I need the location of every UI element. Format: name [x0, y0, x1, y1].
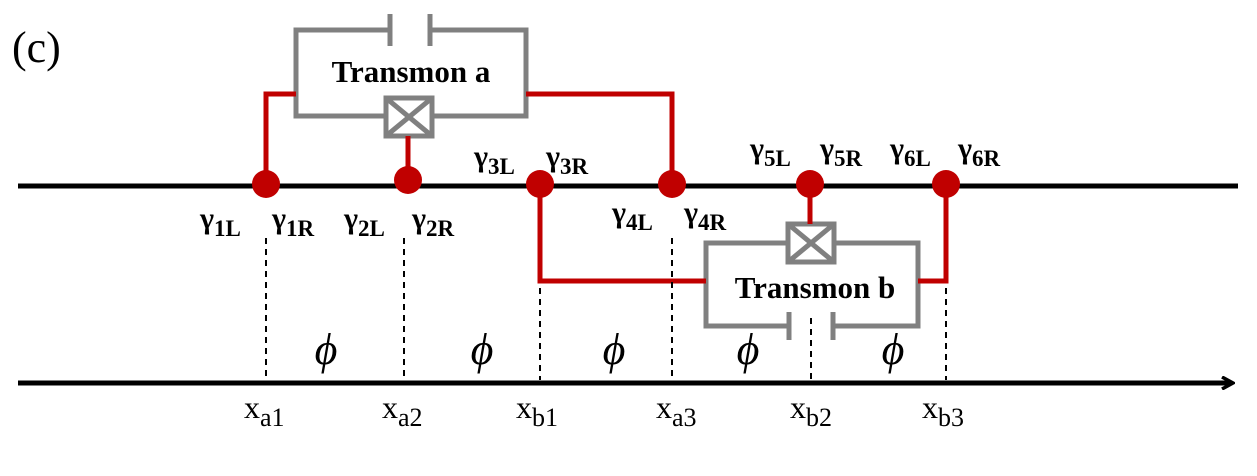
gamma-1L-label: γ1L [199, 202, 241, 241]
panel-label: (c) [12, 23, 61, 72]
gamma-labels: γ1L γ1R γ2L γ2R γ3L γ3R γ4L γ4R γ5L γ5R … [199, 132, 1001, 241]
position-labels: xa1 xa2 xb1 xa3 xb2 xb3 [244, 389, 964, 432]
gamma-6R-label: γ6R [957, 132, 1001, 171]
phase-label-5: ϕ [882, 325, 905, 374]
phase-label-1: ϕ [315, 325, 338, 374]
majorana-dot-5 [796, 170, 824, 198]
position-label-xa1: xa1 [244, 389, 285, 432]
gamma-2R-label: γ2R [411, 202, 455, 241]
majorana-dot-4 [658, 170, 686, 198]
position-label-xb2: xb2 [790, 389, 832, 432]
phase-label-2: ϕ [471, 325, 494, 374]
gamma-3R-label: γ3R [545, 140, 589, 179]
dashed-guides [265, 238, 947, 380]
transmon-b-label: Transmon b [735, 270, 896, 305]
position-label-xa3: xa3 [656, 389, 697, 432]
gamma-5L-label: γ5L [749, 132, 791, 171]
transmon-b-wires [537, 184, 949, 284]
transmon-a-label: Transmon a [332, 54, 491, 89]
gamma-5R-label: γ5R [819, 132, 863, 171]
majorana-dots [252, 166, 960, 198]
position-label-xa2: xa2 [382, 389, 423, 432]
transmon-b-circuit [703, 221, 921, 340]
position-label-xb1: xb1 [516, 389, 558, 432]
majorana-dot-6 [932, 170, 960, 198]
phase-labels: ϕ ϕ ϕ ϕ ϕ [315, 325, 905, 374]
majorana-dot-1 [252, 170, 280, 198]
position-label-xb3: xb3 [922, 389, 964, 432]
phase-label-4: ϕ [737, 325, 760, 374]
transmon-a-wires [263, 91, 675, 184]
majorana-dot-2 [394, 166, 422, 194]
gamma-3L-label: γ3L [473, 140, 515, 179]
gamma-2L-label: γ2L [343, 202, 385, 241]
phase-label-3: ϕ [603, 325, 626, 374]
majorana-dot-3 [526, 170, 554, 198]
gamma-1R-label: γ1R [271, 202, 315, 241]
gamma-4R-label: γ4R [683, 196, 727, 235]
gamma-4L-label: γ4L [611, 196, 653, 235]
gamma-6L-label: γ6L [889, 132, 931, 171]
